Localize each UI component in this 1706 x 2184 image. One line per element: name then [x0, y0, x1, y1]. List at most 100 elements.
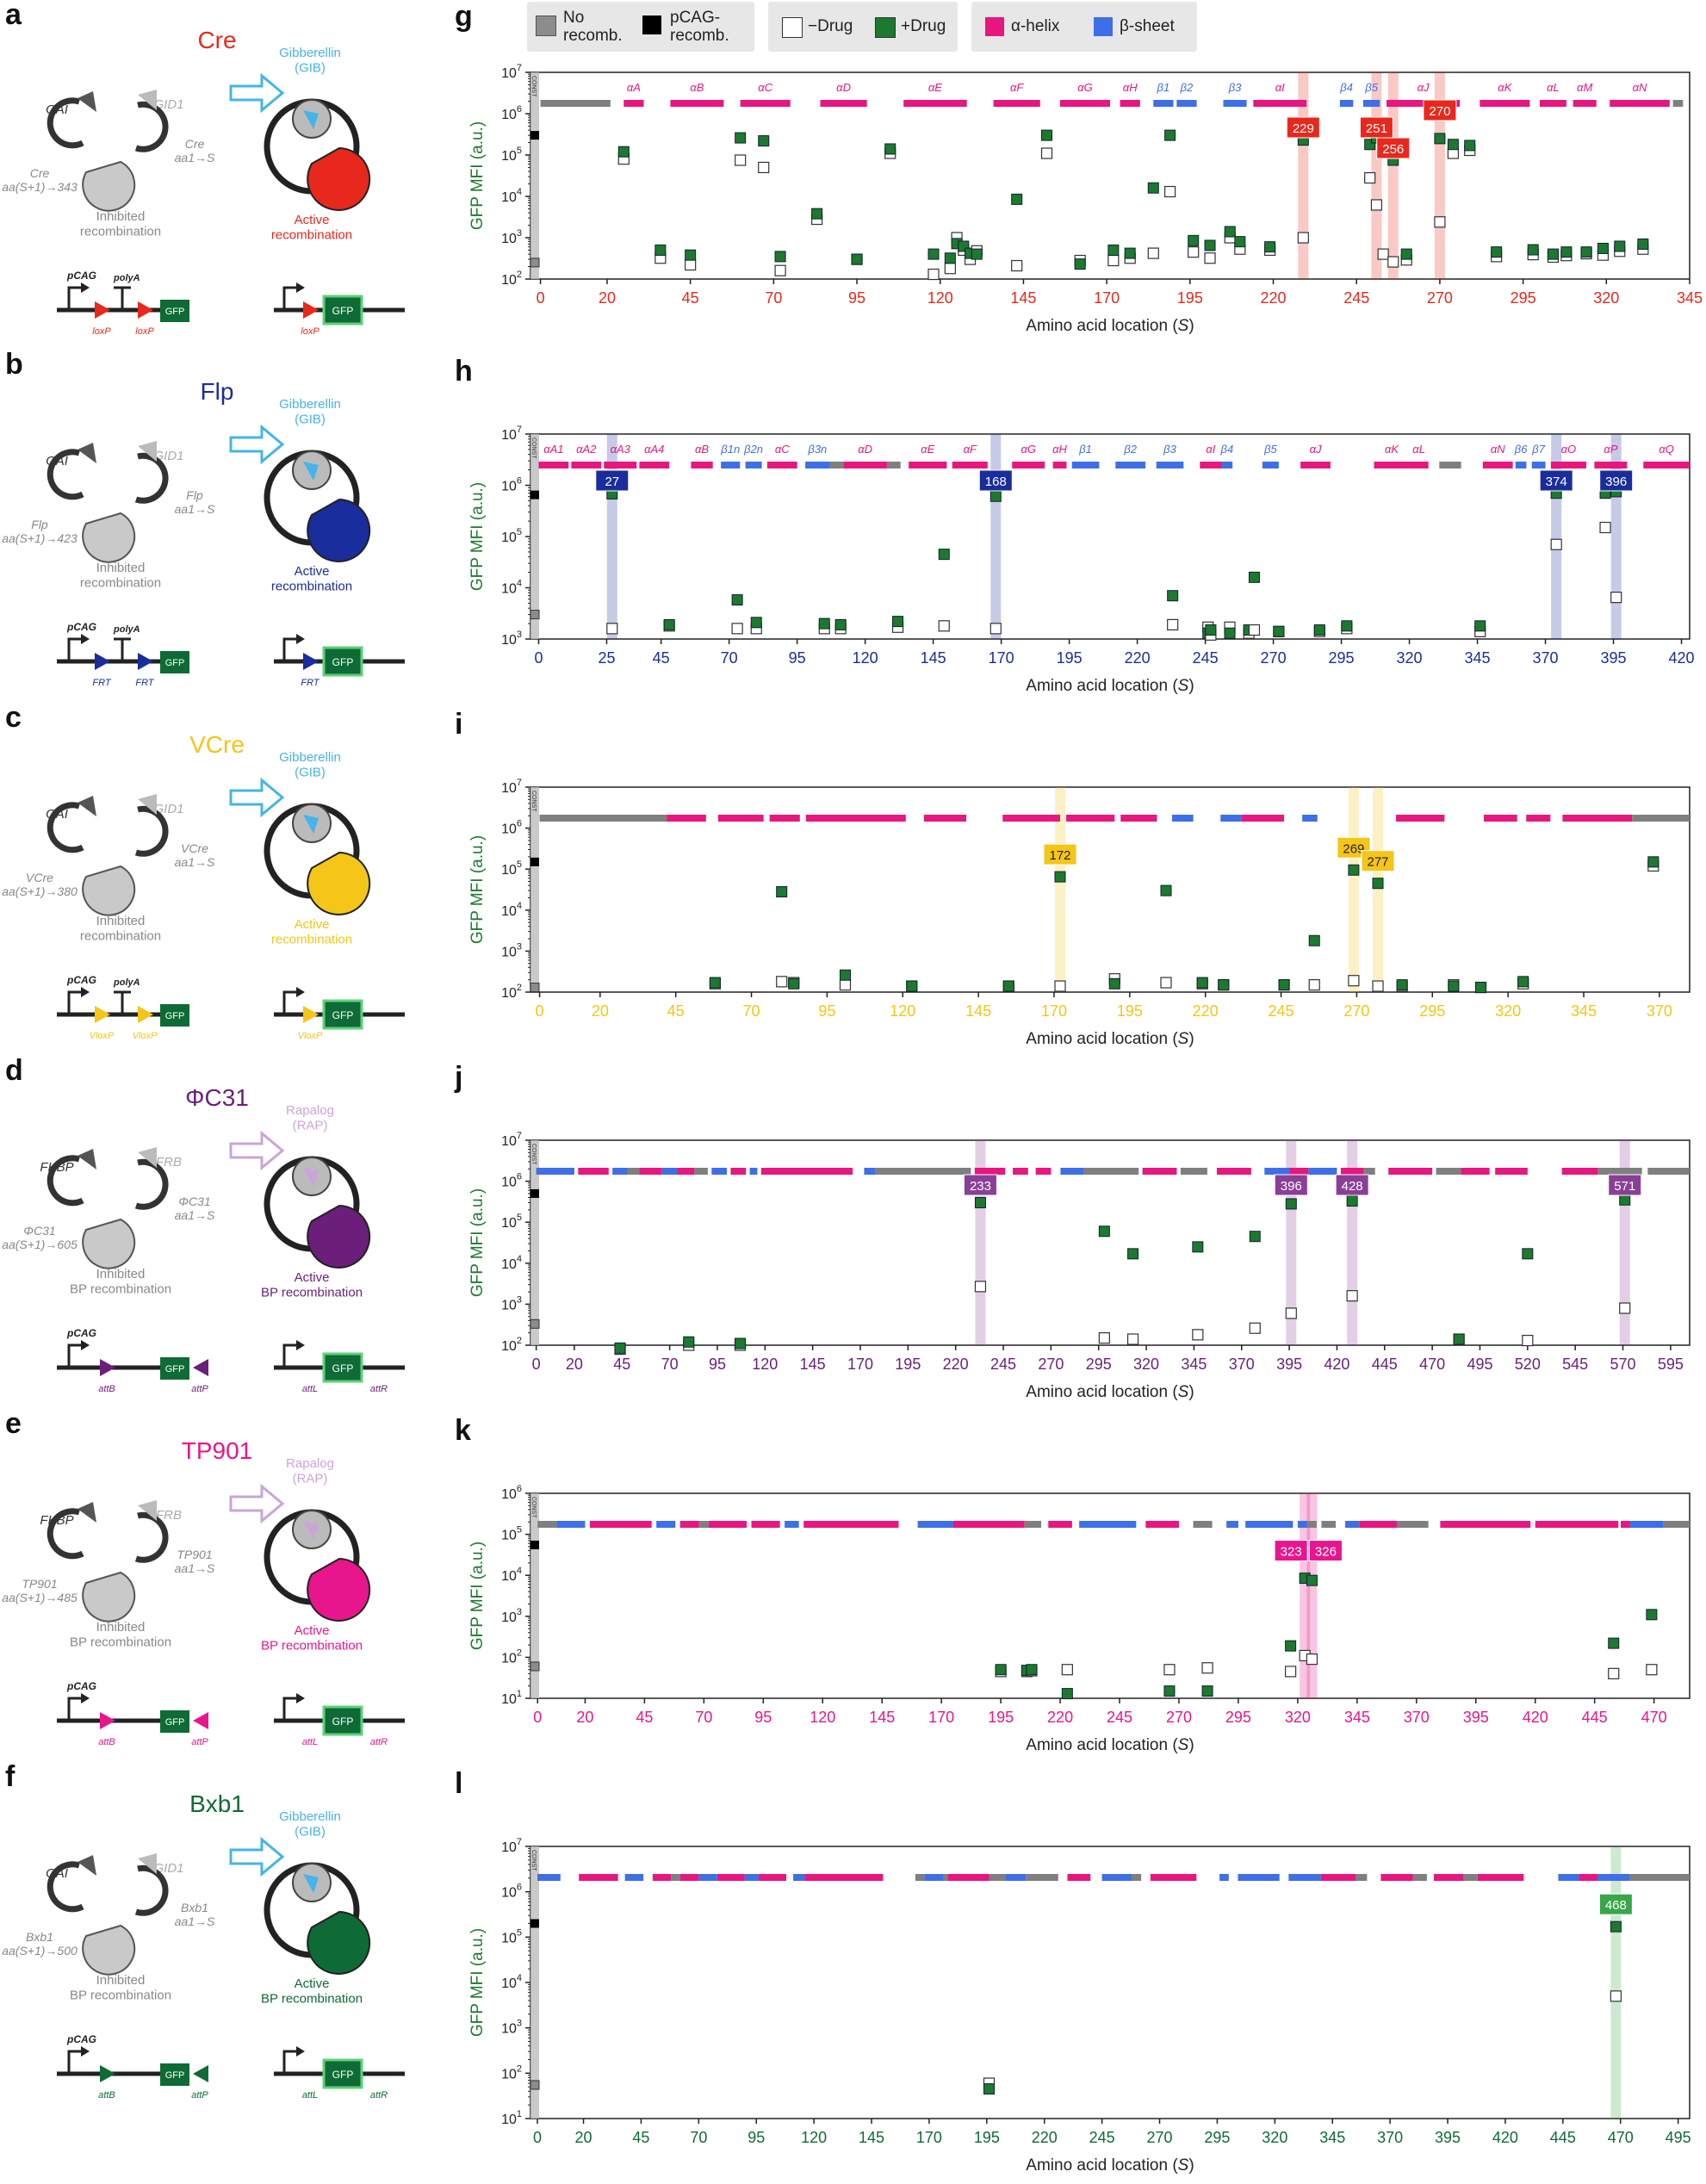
site-left [95, 1006, 110, 1023]
ss-segment [717, 1874, 745, 1881]
highlight-band [1055, 787, 1066, 992]
ss-segment [749, 1168, 758, 1175]
minus-drug-point [735, 154, 747, 166]
dimer-b-label: GID1 [153, 1861, 183, 1876]
plus-drug-point [617, 146, 630, 158]
plus-drug-point [1061, 1688, 1073, 1700]
plus-drug-point [758, 135, 770, 147]
ss-segment [1297, 1521, 1307, 1528]
plus-drug-point [1348, 864, 1360, 876]
ss-segment [1320, 1874, 1355, 1881]
ss-segment [1002, 815, 1061, 822]
ss-segment [745, 462, 762, 468]
ss-segment [1302, 815, 1318, 822]
y-axis-label: GFP MFI (a.u.) [468, 1188, 487, 1297]
plus-drug-point [1248, 571, 1260, 583]
ss-segment [579, 1874, 618, 1881]
highlight-label: 326 [1315, 1545, 1337, 1560]
legend-swatch-plus [875, 17, 896, 38]
n-fragment [82, 1571, 136, 1622]
x-tick-label: 0 [537, 289, 545, 307]
ss-segment [708, 1521, 747, 1528]
highlight-label-box [595, 469, 630, 492]
x-tick-label: 70 [690, 2129, 707, 2146]
plus-drug-point [1002, 980, 1014, 992]
site-label-after: VloxP [298, 1031, 323, 1041]
ss-segment [1480, 100, 1530, 107]
const-pcag-point [530, 1540, 539, 1549]
gfp-label-before: GFP [165, 307, 185, 317]
tether-a [47, 449, 84, 500]
plus-drug-point [1447, 139, 1459, 151]
ss-segment [1359, 1521, 1398, 1528]
y-tick-label: 107 [501, 1131, 522, 1149]
ss-label: β4 [1339, 81, 1353, 94]
y-tick-label: 107 [501, 425, 522, 443]
minus-drug-point [1248, 624, 1261, 636]
ss-label: αL [1547, 81, 1560, 94]
plus-drug-point [1372, 878, 1384, 890]
ss-segment [671, 1874, 680, 1881]
ss-segment [1643, 462, 1690, 468]
plus-drug-point [938, 549, 950, 561]
ss-label: β6 [1514, 443, 1528, 456]
tether-a [47, 802, 84, 853]
ss-segment [924, 1874, 943, 1881]
promoter-label: pCAG [66, 2033, 96, 2045]
polya-stop [114, 286, 131, 310]
ss-segment [694, 1168, 708, 1175]
x-tick-label: 170 [989, 649, 1014, 667]
gfp-label-before: GFP [165, 658, 185, 668]
ss-label: β1 [1157, 81, 1170, 94]
drug-label: Gibberellin(GIB) [279, 1809, 341, 1839]
ss-label: αD [836, 81, 851, 94]
y-tick-label: 106 [501, 1883, 522, 1901]
y-tick-label: 103 [501, 630, 522, 648]
ss-segment [1397, 1521, 1429, 1528]
drug-molecule [303, 462, 319, 481]
plus-drug-point [1308, 934, 1320, 946]
x-axis-label: Amino acid location (S) [1026, 2156, 1194, 2175]
plus-drug-point [839, 969, 851, 981]
x-tick-label: 70 [661, 1356, 679, 1373]
x-tick-label: 20 [575, 2129, 592, 2146]
ss-label: αC [758, 81, 772, 94]
polya-stop [114, 990, 131, 1014]
ss-label: αP [1604, 443, 1617, 456]
promoter-arrowhead-after [296, 1340, 305, 1350]
minus-drug-point [1348, 975, 1360, 987]
n-fragment [82, 160, 136, 212]
ss-segment [843, 462, 887, 468]
minus-drug-point [1192, 1329, 1204, 1341]
tether-b [134, 805, 169, 857]
highlight-label: 229 [1293, 121, 1314, 136]
x-tick-label: 170 [916, 2129, 942, 2146]
panel-letter-e: e [5, 1407, 22, 1440]
promoter-arrowhead [81, 282, 90, 293]
minus-drug-point [1599, 521, 1611, 534]
site-label-a: attB [98, 2090, 115, 2100]
site-left [100, 1712, 115, 1729]
x-tick-label: 195 [1057, 649, 1083, 667]
x-tick-label: 345 [1465, 649, 1491, 667]
legend-label-minus: −Drug [808, 17, 853, 35]
ss-label: β4 [1220, 443, 1234, 456]
minus-drug-point [1550, 538, 1562, 550]
x-tick-label: 420 [1492, 2129, 1518, 2146]
x-tick-label: 20 [566, 1356, 583, 1373]
x-tick-label: 420 [1324, 1356, 1349, 1373]
site-after [303, 1006, 319, 1023]
x-tick-label: 295 [1419, 1002, 1445, 1020]
legend: No recomb. pCAG- recomb. −Drug +Drug α-h… [527, 2, 1690, 52]
dimer-a-shape [78, 1502, 96, 1523]
ss-segment [698, 1521, 709, 1528]
